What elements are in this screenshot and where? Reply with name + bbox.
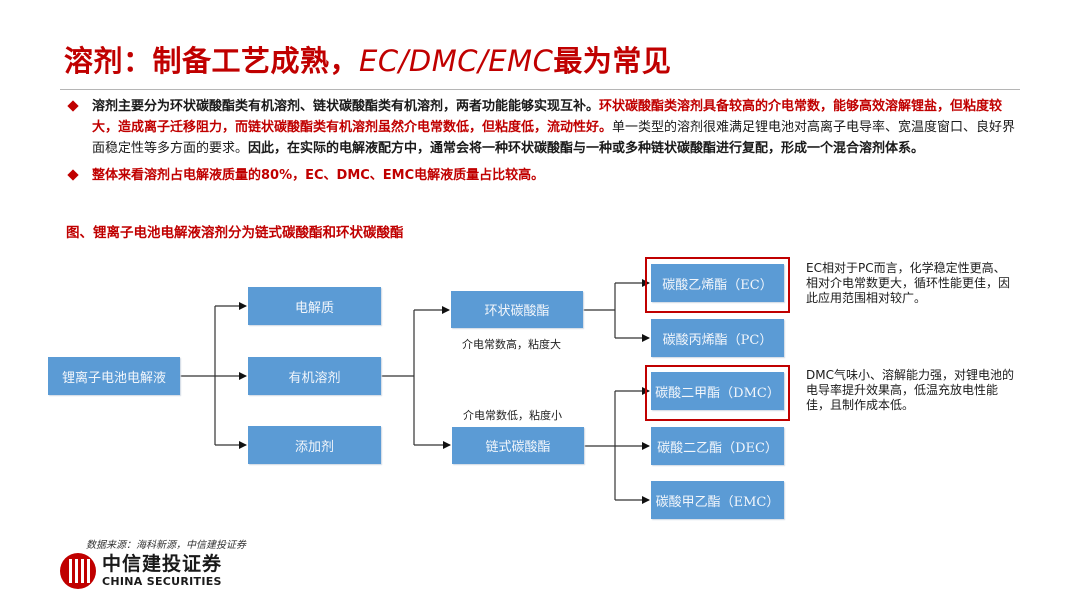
page-title: 溶剂：制备工艺成熟，EC/DMC/EMC最为常见 (64, 38, 671, 80)
citic-logo-icon (60, 553, 96, 589)
bullet-text: 因此，在实际的电解液配方中，通常会将一种环状碳酸酯与一种或多种链状碳酸酯进行复配… (248, 141, 925, 156)
title-cn-suffix: 最为常见 (553, 44, 672, 78)
bullet-text-highlight: 环状碳酸酯类溶剂具备较高的介电常数，能够高效溶解锂盐，但粘度较大，造成离子迁移阻… (92, 99, 1003, 135)
figure-caption: 图、锂离子电池电解液溶剂分为链式碳酸酯和环状碳酸酯 (66, 225, 404, 241)
chain-note: 介电常数低，粘度小 (463, 409, 562, 422)
title-cn-prefix: 溶剂：制备工艺成熟， (64, 44, 360, 78)
note-dmc: DMC气味小、溶解能力强，对锂电池的电导率提升效果高，低温充放电性能佳，且制作成… (806, 368, 1014, 412)
bullet-item: 整体来看溶剂占电解液质量的80%，EC、DMC、EMC电解液质量占比较高。 (66, 165, 1016, 186)
bullet-text: 溶剂主要分为环状碳酸酯类有机溶剂、链状碳酸酯类有机溶剂，两者功能能够实现互补。 (92, 99, 600, 114)
node-additive: 添加剂 (248, 426, 381, 464)
note-ec: EC相对于PC而言，化学稳定性更高、相对介电常数更大，循环性能更佳，因此应用范围… (806, 261, 1011, 305)
cyclic-note: 介电常数高，粘度大 (462, 338, 561, 351)
highlight-dmc (645, 365, 790, 421)
node-ec: 碳酸乙烯酯（EC） (651, 264, 784, 302)
node-chain: 链式碳酸酯 (452, 427, 584, 464)
node-solvent: 有机溶剂 (248, 357, 381, 395)
company-logo: 中信建投证券 CHINA SECURITIES (60, 553, 222, 589)
highlight-ec (645, 257, 790, 313)
data-source: 数据来源：海科新源，中信建投证券 (86, 540, 246, 551)
node-root: 锂离子电池电解液 (48, 357, 180, 395)
bullet-item: 溶剂主要分为环状碳酸酯类有机溶剂、链状碳酸酯类有机溶剂，两者功能能够实现互补。环… (66, 96, 1016, 159)
logo-cn-text: 中信建投证券 (102, 553, 223, 575)
bullet-list: 溶剂主要分为环状碳酸酯类有机溶剂、链状碳酸酯类有机溶剂，两者功能能够实现互补。环… (66, 96, 1016, 192)
node-cyclic: 环状碳酸酯 (451, 291, 583, 328)
bullet-text-highlight: 整体来看溶剂占电解液质量的80%，EC、DMC、EMC电解液质量占比较高。 (92, 168, 545, 183)
node-dec: 碳酸二乙酯（DEC） (651, 427, 784, 465)
node-pc: 碳酸丙烯酯（PC） (651, 319, 784, 357)
bullet-text: 单一类型的溶剂很难满足锂电池对高离子电导率、宽温度窗口、良好界面稳定性等多方面的… (92, 120, 1016, 156)
node-dmc: 碳酸二甲酯（DMC） (651, 372, 784, 410)
title-en: EC/DMC/EMC (359, 44, 554, 78)
node-electrolyte: 电解质 (248, 287, 381, 325)
node-emc: 碳酸甲乙酯（EMC） (651, 481, 784, 519)
logo-en-text: CHINA SECURITIES (102, 575, 222, 588)
title-divider (60, 89, 1020, 90)
